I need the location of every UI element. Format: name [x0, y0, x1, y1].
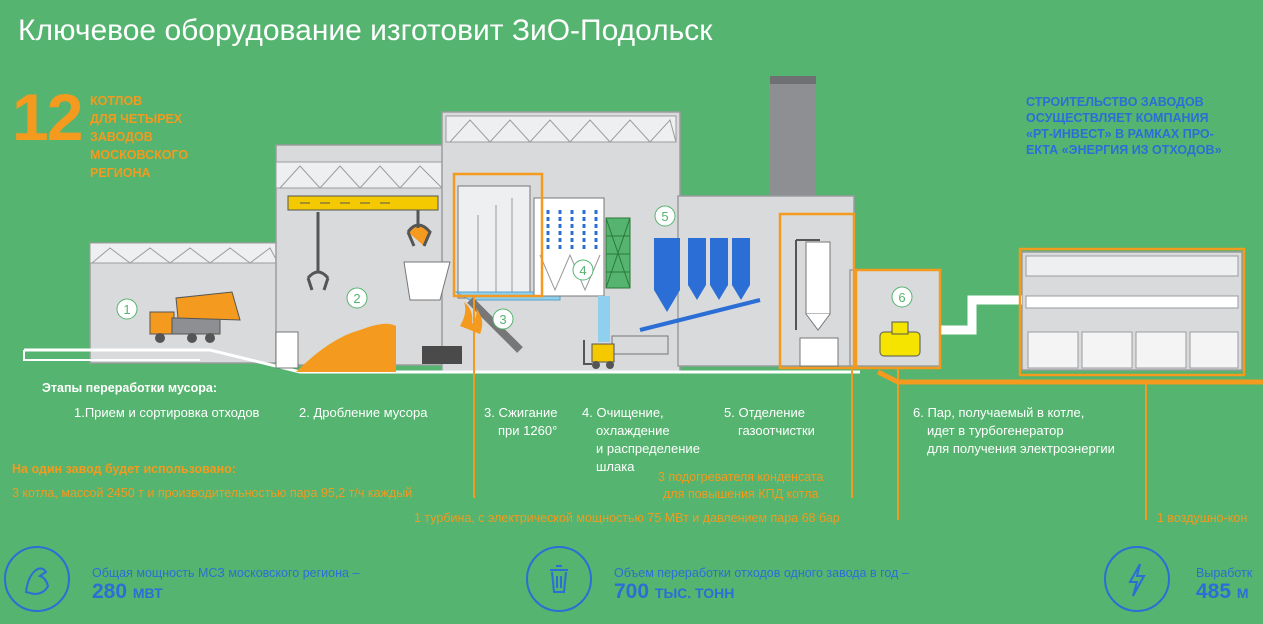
equipment-boilers: 3 котла, массой 2450 т и производительно…: [12, 486, 413, 500]
garbage-truck-icon: [149, 291, 241, 343]
boiler-count: 12: [12, 80, 83, 154]
trash-can-icon: [550, 565, 568, 593]
svg-text:3: 3: [499, 312, 506, 327]
stat-label-3: Выработк: [1196, 566, 1253, 580]
condenser-hall: [1021, 251, 1243, 371]
equipment-heaters: 3 подогревателя конденсата для повышения…: [658, 470, 824, 501]
step-marker-2: 2: [346, 287, 368, 309]
svg-text:4: 4: [579, 263, 586, 278]
chimney: [770, 76, 816, 216]
stage-4: 4. Очищение, охлаждение и распределение …: [582, 405, 700, 474]
step-marker-3: 3: [492, 308, 514, 330]
stat-icon-circle-1: [4, 546, 70, 612]
turbogenerator-icon: [879, 321, 921, 357]
stat-value-3: 485 М: [1196, 580, 1249, 603]
stat-label-2: Объем переработки отходов одного завода …: [614, 566, 909, 580]
frame-boiler: [452, 172, 544, 298]
stage-3: 3. Сжигание при 1260°: [484, 405, 558, 438]
stat-label-1: Общая мощность МСЗ московского региона –: [92, 566, 360, 580]
stage-6: 6. Пар, получаемый в котле, идет в турбо…: [913, 405, 1115, 456]
stage-1: 1.Прием и сортировка отходов: [74, 405, 260, 420]
step-marker-5: 5: [654, 205, 676, 227]
gas-cleaning-cyclones: [611, 238, 761, 355]
rt-invest-note: СТРОИТЕЛЬСТВО ЗАВОДОВ ОСУЩЕСТВЛЯЕТ КОМПА…: [1026, 95, 1222, 157]
equipment-turbine: 1 турбина, с электрической мощностью 75 …: [414, 511, 840, 525]
stage-2: 2. Дробление мусора: [299, 405, 428, 420]
boiler-count-caption: КОТЛОВ ДЛЯ ЧЕТЫРЕХ ЗАВОДОВ МОСКОВСКОГО Р…: [90, 94, 189, 180]
svg-text:2: 2: [353, 291, 360, 306]
page-title: Ключевое оборудование изготовит ЗиО-Подо…: [18, 14, 713, 47]
arm-icon: [24, 567, 50, 596]
crane-grab-icon: [306, 212, 330, 291]
shredding-hall: [275, 144, 447, 366]
crane-grab-loaded-icon: [406, 210, 432, 247]
steam-separator: [795, 239, 839, 367]
stages-title: Этапы переработки мусора:: [42, 381, 217, 395]
frame-condenser: [1018, 247, 1246, 377]
equipment-title: На один завод будет использовано:: [12, 462, 236, 476]
stat-value-2: 700 ТЫС. ТОНН: [614, 580, 735, 603]
svg-text:1: 1: [123, 302, 130, 317]
stat-icon-circle-2: [526, 546, 592, 612]
lightning-icon: [1128, 563, 1146, 597]
stat-value-1: 280 МВТ: [92, 580, 163, 603]
boiler-furnace: [275, 185, 561, 369]
stat-icon-circle-3: [1104, 546, 1170, 612]
step-marker-1: 1: [116, 298, 138, 320]
svg-text:5: 5: [661, 209, 668, 224]
frame-heaters: [778, 212, 856, 370]
svg-text:6: 6: [898, 290, 905, 305]
equipment-condenser: 1 воздушно-кон: [1157, 511, 1248, 525]
stage-5: 5. Отделение газоотчистки: [724, 405, 815, 438]
waste-pile: [296, 323, 396, 372]
bag-filter: [533, 197, 631, 342]
forklift-icon: [583, 340, 615, 369]
step-marker-6: 6: [891, 286, 913, 308]
step-marker-4: 4: [572, 259, 594, 281]
